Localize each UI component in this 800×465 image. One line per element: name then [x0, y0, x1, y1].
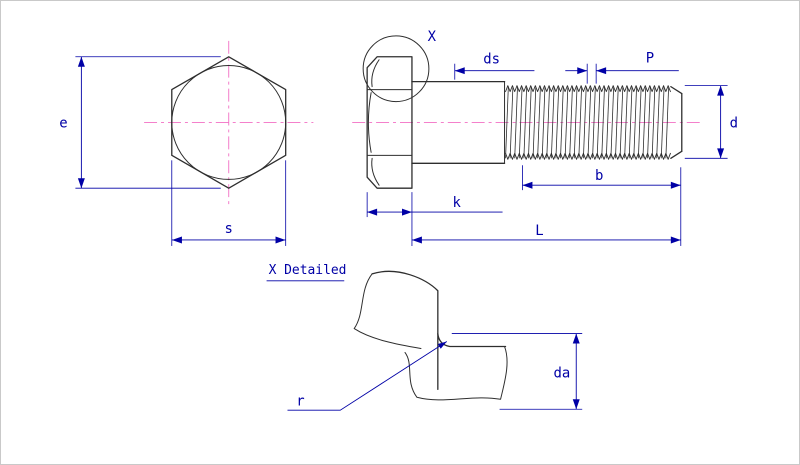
- arrowhead: [717, 148, 725, 159]
- arrowhead: [717, 85, 725, 96]
- thread-lines: [505, 86, 670, 159]
- dim-label-k: k: [453, 195, 462, 211]
- dimension-p: P: [565, 51, 679, 84]
- arrowhead: [572, 333, 580, 344]
- dim-label-r: r: [296, 393, 304, 409]
- thread-crest-top: [505, 85, 671, 93]
- dimension-da: da: [451, 333, 583, 410]
- thread-crest-bottom: [505, 152, 671, 160]
- dim-label-p: P: [646, 51, 654, 67]
- head-chamfer-circle: [171, 65, 287, 180]
- arrowhead: [401, 208, 412, 216]
- head-chamfer-arc: [367, 92, 372, 153]
- detail-shank-break-line: [404, 346, 508, 401]
- shank: [411, 81, 506, 164]
- arrowhead: [275, 236, 286, 244]
- dimension-b: b: [522, 165, 682, 246]
- dimension-k: k: [366, 192, 503, 246]
- tip-chamfer: [670, 85, 683, 95]
- callout-label-x: X: [428, 29, 437, 45]
- arrowhead: [454, 67, 465, 75]
- dim-label-l: L: [535, 223, 543, 239]
- arrowhead: [411, 236, 422, 244]
- arrowhead: [577, 67, 588, 75]
- detail-title: X Detailed: [269, 263, 347, 278]
- arrowhead: [522, 181, 533, 189]
- dimension-r: r: [287, 341, 448, 411]
- hex-head-side: [366, 56, 413, 189]
- tip-chamfer: [670, 150, 683, 159]
- detail-fillet-and-shank-surface: [437, 332, 507, 348]
- dimension-l: L: [411, 223, 681, 244]
- dim-label-ds: ds: [483, 52, 500, 68]
- front-view: e s: [59, 40, 314, 246]
- head-outline: [366, 56, 413, 189]
- leader-line: [287, 341, 448, 411]
- bolt-tip: [670, 85, 683, 159]
- dimension-d: d: [684, 85, 738, 159]
- arrowhead: [670, 181, 681, 189]
- detail-view: X Detailed r da: [266, 263, 583, 411]
- head-chamfer-arc: [371, 59, 380, 88]
- detail-head-corner: [371, 270, 439, 390]
- dim-label-d: d: [730, 115, 738, 131]
- dimension-ds: ds: [454, 52, 535, 80]
- head-chamfer-arc: [371, 157, 380, 186]
- dimension-s: s: [171, 160, 287, 246]
- arrowhead: [171, 236, 182, 244]
- detail-callout-circle: [362, 35, 430, 103]
- arrowhead: [670, 236, 681, 244]
- dim-label-s: s: [225, 221, 233, 237]
- arrowhead: [367, 208, 378, 216]
- arrowhead: [596, 67, 607, 75]
- hex-head-outline: [171, 56, 287, 189]
- detail-head-break-line: [353, 273, 422, 349]
- dimension-e: e: [59, 56, 221, 189]
- arrowhead: [572, 399, 580, 410]
- dim-label-da: da: [553, 365, 570, 381]
- arrowhead: [77, 56, 85, 67]
- dim-label-b: b: [595, 168, 603, 184]
- side-view: X ds P d: [352, 29, 738, 246]
- arrowhead: [437, 341, 447, 349]
- arrowhead: [77, 178, 85, 189]
- dim-label-e: e: [59, 115, 67, 131]
